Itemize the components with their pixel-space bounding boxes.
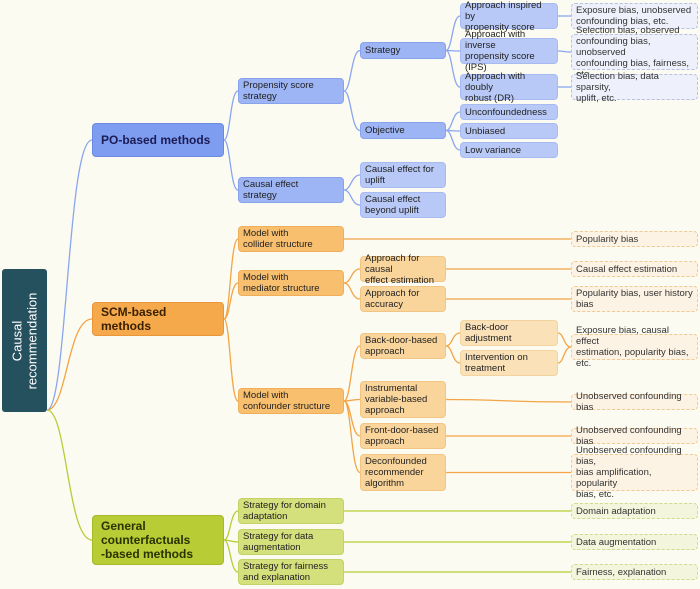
connector-po-po_ce [223,139,239,191]
scm-leaf-bias-amplification: Unobserved confounding bias, bias amplif… [571,445,698,500]
causal-effect-for-uplift: Causal effect for uplift [360,162,446,188]
scm-leaf-exposure-bias: Exposure bias, causal effect estimation,… [571,325,698,369]
connector-root-scm [46,318,93,411]
gc-leaf-domain-adaptation: Domain adaptation [571,503,698,519]
connector-po-po_ps [223,90,239,141]
approach-with-ips: Approach with inverse propensity score (… [460,29,558,73]
connector-po_ips2-po_leaf2 [557,50,572,53]
connector-scm-scm_collider [223,238,239,320]
unconfoundedness-node: Unconfoundedness [460,104,558,120]
root-label: Causal recommendation [9,292,40,389]
connector-scm_mediator-scm_ce_est [343,268,361,284]
approach-with-doubly-robust: Approach with doubly robust (DR) [460,71,558,104]
scm-leaf-unobserved-confounding-2: Unobserved confounding bias [571,425,698,447]
approach-for-causal-effect-estimation: Approach for causal effect estimation [360,253,446,286]
root-causal-recommendation: Causal recommendation [2,269,47,412]
connector-scm-scm_confounder [223,318,239,402]
model-with-mediator-structure: Model with mediator structure [238,270,344,296]
connector-po_ce-po_uplift [343,174,361,191]
connector-root-gc [46,409,93,541]
scm-based-methods: SCM-based methods [92,302,224,336]
strategy-node: Strategy [360,42,446,59]
approach-inspired-by-propensity-score: Approach inspired by propensity score [460,0,558,33]
connector-po_strategy-po_dr [445,49,461,88]
connector-scm_bd_adj-scm_leaf_exp [557,332,572,348]
connector-po_ps-po_strategy [343,49,361,92]
propensity-score-strategy: Propensity score strategy [238,78,344,104]
po-leaf-data-sparsity: Selection bias, data sparsity, uplift, e… [571,71,698,104]
general-counterfactuals-based-methods: General counterfactuals -based methods [92,515,224,565]
front-door-based-approach: Front-door-based approach [360,423,446,449]
connector-scm_confounder-scm_backdoor [343,345,361,402]
low-variance-node: Low variance [460,142,558,158]
connector-po_objective-po_lowvar [445,129,461,151]
connector-scm_backdoor-scm_bd_adj [445,332,461,347]
po-based-methods: PO-based methods [92,123,224,157]
strategy-for-data-augmentation: Strategy for data augmentation [238,529,344,555]
strategy-for-fairness-and-explanation: Strategy for fairness and explanation [238,559,344,585]
connector-scm_backdoor-scm_interv [445,345,461,364]
connector-po_ps-po_objective [343,90,361,132]
scm-leaf-causal-effect-estimation: Causal effect estimation [571,261,698,277]
connector-po_strategy-po_ips1 [445,15,461,52]
instrumental-variable-based-approach: Instrumental variable-based approach [360,381,446,418]
connector-root-po [46,139,93,411]
model-with-collider-structure: Model with collider structure [238,226,344,252]
connector-po_strategy-po_ips2 [445,49,461,52]
po-leaf-exposure-bias: Exposure bias, unobserved confounding bi… [571,3,698,29]
connector-gc-gc_domain [223,510,239,541]
connector-scm_interv-scm_leaf_exp [557,346,572,364]
connector-scm_mediator-scm_accuracy [343,282,361,300]
scm-leaf-user-history-bias: Popularity bias, user history bias [571,286,698,312]
gc-leaf-data-augmentation: Data augmentation [571,534,698,550]
unbiased-node: Unbiased [460,123,558,139]
connector-scm_confounder-scm_deconf [343,400,361,474]
model-with-confounder-structure: Model with confounder structure [238,388,344,414]
causal-effect-beyond-uplift: Causal effect beyond uplift [360,192,446,218]
scm-leaf-unobserved-confounding-1: Unobserved confounding bias [571,391,698,413]
back-door-adjustment: Back-door adjustment [460,320,558,346]
causal-effect-strategy: Causal effect strategy [238,177,344,203]
intervention-on-treatment: Intervention on treatment [460,350,558,376]
connector-po_objective-po_unconf [445,111,461,132]
connector-scm-scm_mediator [223,282,239,320]
gc-leaf-fairness-explanation: Fairness, explanation [571,564,698,580]
po-leaf-selection-bias: Selection bias, observed confounding bia… [571,25,698,80]
strategy-for-domain-adaptation: Strategy for domain adaptation [238,498,344,524]
connector-gc-gc_fair [223,539,239,573]
scm-leaf-popularity-bias: Popularity bias [571,231,698,247]
connector-po_ce-po_beyond [343,189,361,206]
objective-node: Objective [360,122,446,139]
deconfounded-recommender-algorithm: Deconfounded recommender algorithm [360,454,446,491]
back-door-based-approach: Back-door-based approach [360,333,446,359]
connector-scm_iv-scm_leaf_unobs1 [445,398,572,403]
approach-for-accuracy: Approach for accuracy [360,286,446,312]
